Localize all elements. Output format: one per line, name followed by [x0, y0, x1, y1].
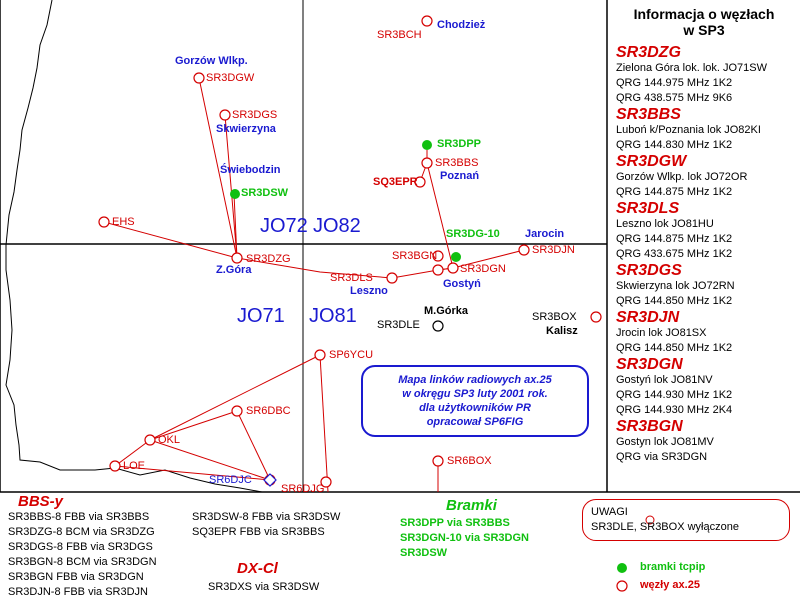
node-label: SR6BOX: [447, 455, 492, 467]
node-label: SR3BGN: [392, 250, 438, 262]
node-info-line: QRG 144.850 MHz 1K2: [616, 295, 733, 307]
bramki-list: SR3DPP via SR3BBS SR3DGN-10 via SR3DGN S…: [400, 516, 529, 561]
gateway-label: SR3DSW: [241, 187, 289, 199]
node-label: SR3BCH: [377, 29, 422, 41]
node-label: SR6DBC: [246, 405, 291, 417]
note-line: w okręgu SP3 luty 2001 rok.: [402, 388, 548, 400]
bramki-title: Bramki: [446, 497, 497, 514]
node-label: EHS: [112, 216, 135, 228]
node-info-line: Gostyń lok JO81NV: [616, 374, 713, 386]
node-label: SR3DLE: [377, 319, 420, 331]
node-info-line: Leszno lok JO81HU: [616, 218, 714, 230]
note-line: opracował SP6FIG: [426, 416, 524, 428]
bbs-item: SR3BGN FBB via SR3DGN: [8, 571, 144, 583]
city-label: Jarocin: [525, 228, 565, 240]
grid-label-jo81: JO81: [309, 305, 357, 327]
city-label: Kalisz: [546, 325, 578, 337]
bbs-title: BBS-y: [18, 493, 64, 510]
bbs-item: SR3DGS-8 FBB via SR3DGS: [8, 541, 153, 553]
node-info-line: QRG 433.675 MHz 1K2: [616, 248, 733, 260]
node-label: SR3DGW: [206, 72, 255, 84]
node-call-sign: SR3DGW: [616, 153, 687, 170]
node-info-line: QRG 144.930 MHz 1K2: [616, 389, 733, 401]
uwagi-text: SR3DLE, SR3BOX wyłączone: [591, 521, 739, 533]
node-label: SR6DJC: [209, 474, 252, 486]
bramki-item: SR3DPP via SR3BBS: [400, 517, 510, 529]
uwagi-box: UWAGI SR3DLE, SR3BOX wyłączone: [582, 499, 790, 541]
bbs-item: SR3DZG-8 BCM via SR3DZG: [8, 526, 155, 538]
note-line: Mapa linków radiowych ax.25: [398, 374, 552, 386]
legend-green-label: bramki tcpip: [640, 561, 706, 573]
node-label: SR3DGN: [460, 263, 506, 275]
node-info-line: QRG 144.975 MHz 1K2: [616, 77, 733, 89]
node-label: SQ3EPR: [373, 176, 418, 188]
map-note: Mapa linków radiowych ax.25 w okręgu SP3…: [361, 365, 589, 437]
city-label: Poznań: [440, 170, 480, 182]
city-label: Skwierzyna: [216, 123, 276, 135]
node-call-sign: SR3BBS: [616, 106, 681, 123]
bbs-item: SR3DJN-8 FBB via SR3DJN: [8, 586, 148, 598]
node-info-line: QRG 438.575 MHz 9K6: [616, 92, 733, 104]
bbs-item: SR3BGN-8 BCM via SR3DGN: [8, 556, 157, 568]
city-label: Leszno: [350, 285, 388, 297]
node-info-line: QRG 144.930 MHz 2K4: [616, 404, 733, 416]
grid-label-jo82: JO82: [313, 215, 361, 237]
node-info-line: QRG via SR3DGN: [616, 451, 708, 463]
node-label: OKL: [158, 434, 181, 446]
city-label: Gostyń: [443, 278, 481, 290]
node-call-sign: SR3DLS: [616, 200, 680, 217]
city-label: Gorzów Wlkp.: [175, 55, 248, 67]
node-info-line: Skwierzyna lok JO72RN: [616, 280, 735, 292]
node-call-sign: SR3BGN: [616, 418, 683, 435]
node-call-sign: SR3DZG: [616, 44, 681, 61]
gateway-label: SR3DG-10: [446, 228, 500, 240]
node-info-line: Jrocin lok JO81SX: [616, 327, 707, 339]
bramki-item: SR3DGN-10 via SR3DGN: [400, 532, 529, 544]
node-info-line: QRG 144.830 MHz 1K2: [616, 139, 733, 151]
legend-red-label: węzły ax.25: [640, 579, 700, 591]
node-info-line: Gorzów Wlkp. lok JO72OR: [616, 171, 748, 183]
city-label: Świebodzin: [220, 164, 281, 176]
grid-label-jo71: JO71: [237, 305, 285, 327]
node-label: SP6YCU: [329, 349, 374, 361]
node-label: SR3DGS: [232, 109, 278, 121]
node-info-line: Gostyn lok JO81MV: [616, 436, 714, 448]
node-info-line: QRG 144.875 MHz 1K2: [616, 186, 733, 198]
node-label: SR3BBS: [435, 157, 479, 169]
bramki-item: SR3DSW: [400, 547, 448, 559]
bbs-list-2: SR3DSW-8 FBB via SR3DSW SQ3EPR FBB via S…: [192, 510, 340, 540]
node-label: SR3DJN: [532, 244, 575, 256]
gateway-label: SR3DPP: [437, 138, 482, 150]
node-label: SR3DZG: [246, 253, 291, 265]
node-label: SR3DLS: [330, 272, 373, 284]
bbs-item: SR3BBS-8 FBB via SR3BBS: [8, 511, 150, 523]
city-label: M.Górka: [424, 305, 469, 317]
note-line: dla użytkowników PR: [419, 402, 531, 414]
bbs-list: SR3BBS-8 FBB via SR3BBS SR3DZG-8 BCM via…: [8, 510, 157, 600]
info-subtitle: w SP3: [683, 22, 725, 38]
uwagi-title: UWAGI: [591, 506, 628, 518]
city-label: Chodzież: [437, 19, 486, 31]
node-call-sign: SR3DGN: [616, 356, 683, 373]
grid-label-jo72: JO72: [260, 215, 308, 237]
info-title: Informacja o węzłach: [633, 6, 775, 22]
border-line: [5, 0, 263, 493]
node-info-line: QRG 144.850 MHz 1K2: [616, 342, 733, 354]
node-label: SR6DJG: [281, 483, 325, 495]
bbs-item: SR3DSW-8 FBB via SR3DSW: [192, 511, 341, 523]
node-info-line: Luboń k/Poznania lok JO82KI: [616, 124, 761, 136]
node-info-line: Zielona Góra lok. lok. JO71SW: [616, 62, 768, 74]
node-label: LOE: [123, 460, 146, 472]
node-call-sign: SR3DJN: [616, 309, 680, 326]
gateway-dots: [230, 140, 627, 573]
node-info-line: QRG 144.875 MHz 1K2: [616, 233, 733, 245]
dxcl-title: DX-Cl: [237, 560, 278, 577]
node-label: SR3BOX: [532, 311, 577, 323]
node-call-sign: SR3DGS: [616, 262, 682, 279]
dxcl-line: SR3DXS via SR3DSW: [208, 581, 320, 593]
city-label: Z.Góra: [216, 264, 252, 276]
bbs-item: SQ3EPR FBB via SR3BBS: [192, 526, 325, 538]
